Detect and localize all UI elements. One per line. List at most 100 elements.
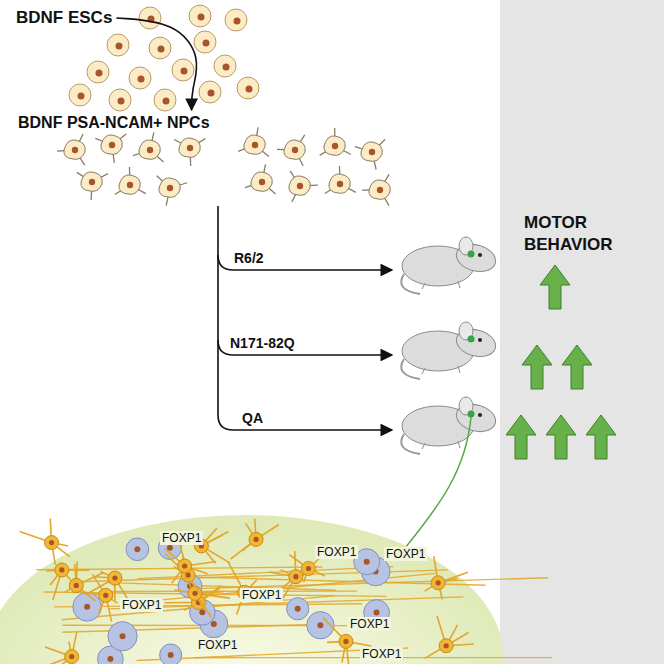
mouse [401,397,498,454]
improvement-arrow [506,415,536,459]
graft-blob [0,515,503,664]
npc-cell [244,135,265,154]
group-label: BDNF PSA-NCAM+ NPCs [18,114,210,132]
cell-nucleus [181,68,188,75]
mouse-leg [422,283,425,289]
neuron [289,570,303,584]
esc-cell [107,34,129,56]
neuron [339,634,353,648]
npc-cell [159,178,180,197]
mouse-eye [478,413,482,417]
npc-cell [139,140,160,159]
npc-cell [119,175,140,194]
cell-nucleus [292,147,298,153]
npc-group: BDNF PSA-NCAM+ NPCs [16,112,212,134]
mouse [401,322,498,379]
esc-cell [69,84,91,106]
cell-nucleus [49,540,54,545]
npc-cell [284,140,305,159]
esc-cell [194,31,216,53]
mouse-leg [422,368,425,374]
cell-nucleus [203,40,210,47]
neuron [99,588,113,602]
esc-cell [139,7,161,29]
cell-nucleus [297,183,303,189]
cell-nucleus [74,583,79,588]
cell-nucleus [369,149,375,155]
cell-nucleus [78,93,85,100]
cell-nucleus [234,18,241,25]
npc-cell [369,180,390,199]
marker-label: FOXP1 [360,647,403,661]
cell-nucleus [120,633,126,639]
cell-nucleus [158,46,165,53]
esc-cell [199,81,221,103]
neuron [45,536,59,550]
behavior-arrows [500,0,664,664]
esc-cell [109,89,131,111]
cell-nucleus [187,145,193,151]
cell-nucleus [147,147,153,153]
graft-region: FOXP1FOXP1FOXP1FOXP1FOXP1FOXP1FOXP1FOXP1 [0,505,500,664]
cell-nucleus [377,187,383,193]
cell-nucleus [444,643,449,648]
marker-label: FOXP1 [240,588,283,602]
cell-nucleus [246,86,253,93]
cell-nucleus [116,43,123,50]
cell-nucleus [332,143,338,149]
cell-nucleus [192,591,197,596]
neuron [65,650,79,664]
cell-nucleus [138,76,145,83]
glial-cell [73,592,102,621]
neuron [439,639,453,653]
mouse-eye [478,253,482,257]
esc-cell [237,77,259,99]
behavior-panel: MOTOR BEHAVIOR [500,0,664,664]
cell-nucleus [109,142,115,148]
npc-cells [57,127,390,205]
cell-nucleus [134,546,140,552]
branch-arrow [218,206,392,430]
graft-site [468,411,475,418]
cell-nucleus [343,639,348,644]
esc-cell [154,89,176,111]
cell-nucleus [103,593,108,598]
cell-nucleus [317,622,323,628]
npc-cell [179,138,200,157]
cell-nucleus [374,610,380,616]
improvement-arrow [522,345,552,389]
neuron [69,578,83,592]
improvement-arrow [562,345,592,389]
esc-cell [225,9,247,31]
cell-nucleus [89,179,95,185]
cell-nucleus [127,182,133,188]
marker-label: FOXP1 [348,617,391,631]
model-label: R6/2 [232,250,266,266]
neuron [301,561,315,575]
group-label: BDNF ESCs [16,8,112,28]
marker-label: FOXP1 [196,638,239,652]
cell-nucleus [364,559,370,565]
esc-cell [129,67,151,89]
neurite [99,590,357,592]
cell-nucleus [252,142,258,148]
esc-group: BDNF ESCs [14,6,114,30]
cell-nucleus [293,574,298,579]
improvement-arrow [540,265,570,309]
neuron [55,563,69,577]
esc-cell [214,55,236,77]
cell-nucleus [69,654,74,659]
glial-cell [160,644,182,664]
graft-illustration [0,505,500,664]
cell-nucleus [295,606,301,612]
cell-nucleus [96,70,103,77]
npc-cell [329,174,350,193]
improvement-arrow [546,415,576,459]
neuron [431,576,445,590]
glial-cell [287,598,309,620]
cell-nucleus [211,621,217,627]
graft-site [468,336,475,343]
model-label: N171-82Q [228,335,297,351]
npc-cell [64,140,85,159]
cell-nucleus [168,652,174,658]
